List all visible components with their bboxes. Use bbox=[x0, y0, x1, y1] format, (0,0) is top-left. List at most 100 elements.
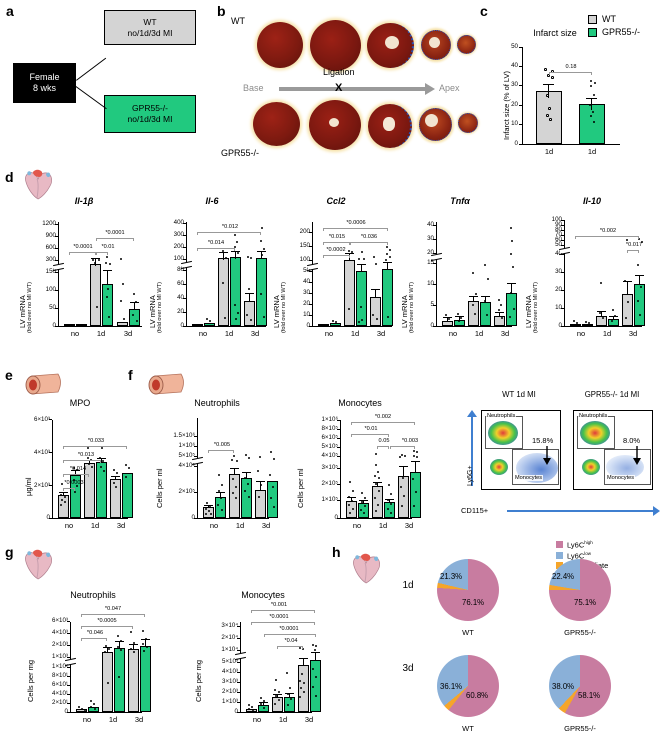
hn-xt-no: no bbox=[82, 715, 92, 724]
hn-yt-2e3: 2×10³ bbox=[52, 641, 68, 648]
tnfa-yt-10: 10 bbox=[427, 280, 434, 287]
flow-percent-arrow-ko-icon bbox=[633, 446, 641, 465]
flow-percent-arrow-wt-icon bbox=[543, 446, 551, 465]
pie-3d-ko-pct-high: 58.1% bbox=[578, 691, 601, 700]
heart-slice-wt-2 bbox=[310, 20, 361, 71]
heart-icon-h bbox=[353, 553, 381, 584]
hm-yt-3e3: 3×10³ bbox=[222, 678, 238, 685]
panel-c: c WT GPR55-/- Infarct size Infarct size … bbox=[480, 0, 660, 168]
flow-plot-ko[interactable]: Neutrophils Monocytes bbox=[573, 410, 653, 490]
pie-1d-ko-pct-high: 75.1% bbox=[574, 598, 597, 607]
panel-letter-b: b bbox=[217, 3, 226, 19]
mpo-bar-wt-3d bbox=[110, 479, 121, 518]
chart-il1b-yaxis bbox=[58, 222, 59, 326]
chart-ccl2-ylabel2: (fold over no MI WT) bbox=[281, 282, 287, 333]
ccl2-xt-1d: 1d bbox=[350, 329, 360, 338]
panel-c-xtick-wt: 1d bbox=[544, 147, 554, 156]
hm-yt-2e3: 2×10³ bbox=[222, 688, 238, 695]
bm-yt-1e5: 1×10⁵ bbox=[321, 496, 338, 503]
flow-gate-label-monocytes-ko: Monocytes bbox=[606, 475, 636, 481]
il1b-yt-900: 900 bbox=[45, 232, 56, 239]
flow-xaxis-label: CD115+ bbox=[461, 506, 489, 515]
female-box-line2: 8 wks bbox=[32, 83, 56, 93]
panel-letter-a: a bbox=[6, 3, 14, 19]
legend-label-ly6c-low: Ly6Clow bbox=[567, 550, 591, 561]
chart-tnfa-ylabel: LV mRNA bbox=[400, 295, 409, 328]
bm-sig-4: *0.002 bbox=[374, 414, 392, 420]
tnfa-xt-no: no bbox=[448, 329, 458, 338]
hn-yaxis bbox=[70, 622, 71, 712]
flow-cluster-neutro-ko bbox=[580, 421, 610, 445]
ccl2-yt-40: 40 bbox=[303, 278, 310, 285]
bn-yt-2e5: 2×10⁵ bbox=[178, 488, 195, 495]
ko-box: GPR55-/- no/1d/3d MI bbox=[104, 95, 196, 133]
il1b-sig-2: *0.01 bbox=[101, 244, 115, 250]
hm-bar-wt-no bbox=[246, 709, 257, 712]
bm-xt-1d: 1d bbox=[378, 521, 388, 530]
hn-xt-1d: 1d bbox=[108, 715, 118, 724]
flow-yaxis-label: Ly6G+ bbox=[467, 465, 474, 486]
chart-il10-ylabel: LV mRNA bbox=[524, 295, 533, 328]
flow-gate-monocytes-wt[interactable] bbox=[512, 449, 559, 485]
il10-bar-ko-no bbox=[582, 324, 593, 326]
pie-1d-ko-pct-low: 22.4% bbox=[552, 572, 575, 581]
il6-yt-20: 20 bbox=[177, 308, 184, 315]
hm-sig-3: *0.0001 bbox=[269, 614, 289, 620]
il10-yt-10: 10 bbox=[555, 304, 562, 311]
panel-c-legend: WT GPR55-/- bbox=[588, 14, 640, 40]
mpo-yt-2e3: 2×10³ bbox=[34, 482, 50, 489]
chart-il1b: Il-1β LV mRNA (fold over no MI WT) 0 50 … bbox=[14, 196, 144, 356]
hn-sig-1: *0.046 bbox=[86, 630, 104, 636]
flow-gate-neutrophils-wt[interactable] bbox=[485, 416, 523, 449]
hm-yt-1e4: 1×10⁴ bbox=[221, 646, 238, 653]
wt-box: WT no/1d/3d MI bbox=[104, 10, 196, 45]
il6-bar-wt-no bbox=[192, 324, 203, 326]
chart-il6-yaxis bbox=[186, 222, 187, 326]
panel-c-title: Infarct size bbox=[533, 28, 577, 38]
mpo-xt-no: no bbox=[64, 521, 74, 530]
bn-xt-no: no bbox=[209, 521, 219, 530]
heart-lumen-wt-4 bbox=[429, 37, 440, 48]
heart-lumen-ko-3 bbox=[383, 117, 395, 131]
chart-il10-ylabel2: (fold over no MI WT) bbox=[533, 282, 539, 333]
bm-yaxis bbox=[340, 420, 341, 518]
pie-3d-wt-pct-low: 36.1% bbox=[440, 682, 463, 691]
bm-yt-3e5: 3×10⁵ bbox=[321, 464, 338, 471]
bn-xaxis bbox=[197, 518, 269, 519]
panel-letter-g: g bbox=[5, 544, 14, 560]
flow-gate-monocytes-ko[interactable] bbox=[604, 449, 651, 485]
ligation-label: Ligation bbox=[323, 67, 355, 77]
flow-title-wt: WT 1d MI bbox=[502, 390, 536, 399]
legend-swatch-ko bbox=[588, 27, 597, 37]
panel-letter-h: h bbox=[332, 544, 341, 560]
tnfa-yt-30: 30 bbox=[427, 235, 434, 242]
chart-mpo-yaxis bbox=[52, 420, 53, 518]
il10-yt-0: 0 bbox=[542, 322, 562, 329]
tnfa-yt-15: 15 bbox=[427, 259, 434, 266]
il6-yt-300: 300 bbox=[173, 231, 184, 238]
heart-icon-g bbox=[25, 549, 53, 580]
chart-blood-monocytes-title: Monocytes bbox=[338, 398, 382, 408]
bm-yt-4e5: 4×10⁵ bbox=[321, 452, 338, 459]
il10-yt-30: 30 bbox=[555, 268, 562, 275]
ccl2-yt-30: 30 bbox=[303, 289, 310, 296]
arrow-head-icon bbox=[425, 83, 435, 95]
tnfa-yt-5: 5 bbox=[416, 301, 434, 308]
pie-1d-ko bbox=[549, 559, 611, 621]
ccl2-bar-wt-no bbox=[318, 324, 329, 326]
bm-yt-8e5: 8×10⁵ bbox=[321, 425, 338, 432]
bn-bar-wt-3d bbox=[255, 490, 266, 518]
hn-yt-0: 0 bbox=[44, 708, 68, 715]
flow-gate-neutrophils-ko[interactable] bbox=[577, 416, 615, 449]
ccl2-yt-50: 50 bbox=[288, 267, 310, 274]
ccl2-axis-break bbox=[308, 264, 318, 269]
ccl2-xt-no: no bbox=[324, 329, 334, 338]
hn-xaxis bbox=[70, 712, 142, 713]
hn-sig-3: *0.047 bbox=[104, 606, 122, 612]
chart-tnfa-title: Tnfα bbox=[450, 196, 470, 206]
hm-yt-1e3: 1×10³ bbox=[222, 698, 238, 705]
heart-lumen-wt-3 bbox=[385, 36, 399, 49]
flow-cluster-low-wt bbox=[490, 459, 508, 475]
bm-yt-5e5: 5×10⁵ bbox=[321, 443, 338, 450]
bm-xaxis bbox=[340, 518, 412, 519]
